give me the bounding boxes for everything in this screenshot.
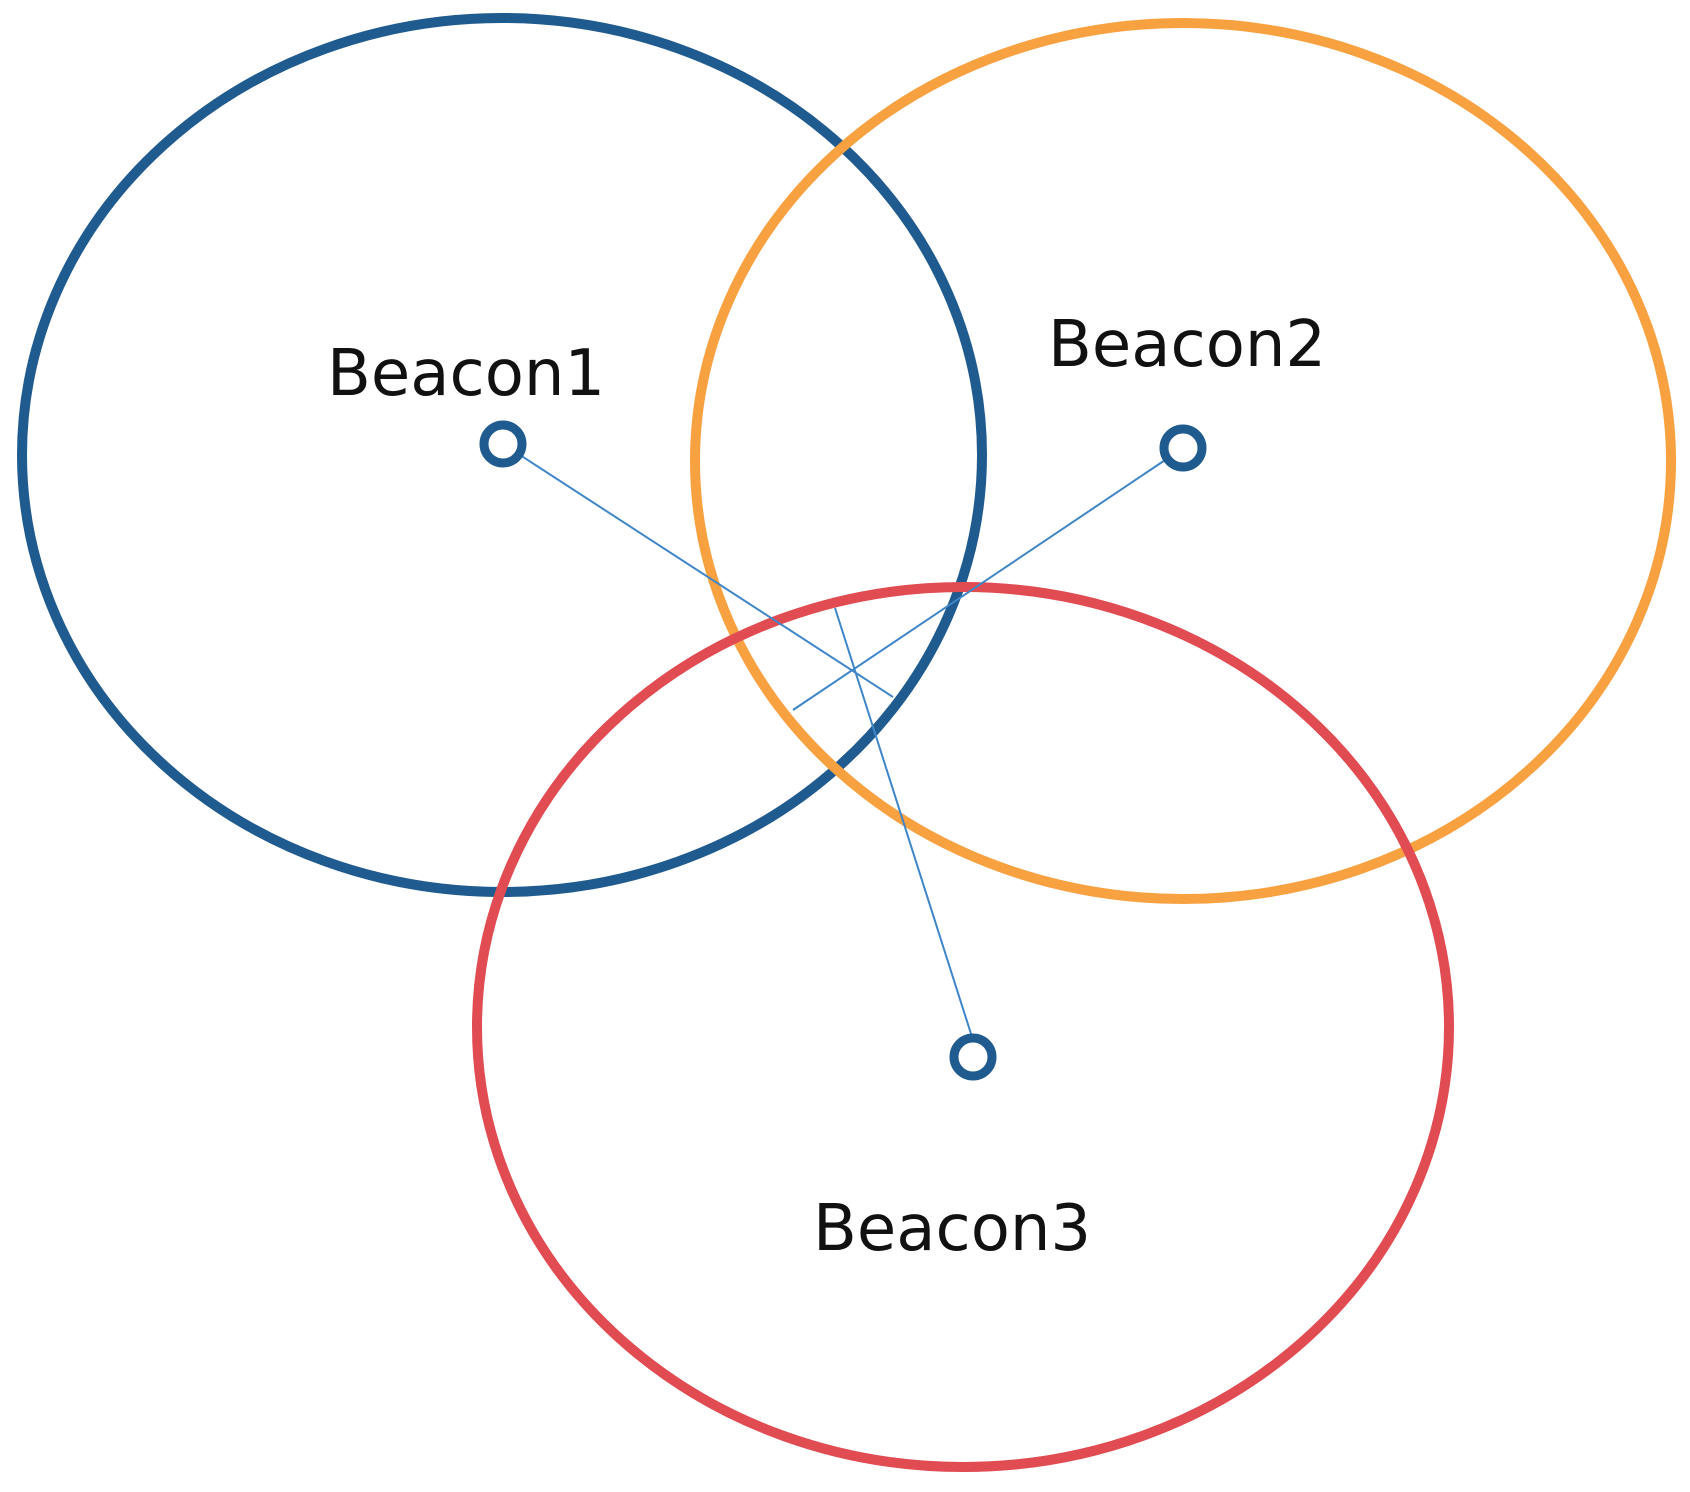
beacon3-range-circle [472,582,1454,1472]
beacon3-label: Beacon3 [813,1192,1091,1266]
beacon1-label: Beacon1 [327,337,605,411]
beacon2-label: Beacon2 [1048,308,1326,382]
connector-beacon1 [502,443,894,698]
connector-beacon3 [834,607,974,1041]
beacon1-marker [479,420,527,468]
beacon3-marker [949,1033,997,1081]
beacon2-marker [1159,424,1207,472]
beacon2-range-circle [690,18,1676,904]
connector-beacon2 [792,447,1184,711]
